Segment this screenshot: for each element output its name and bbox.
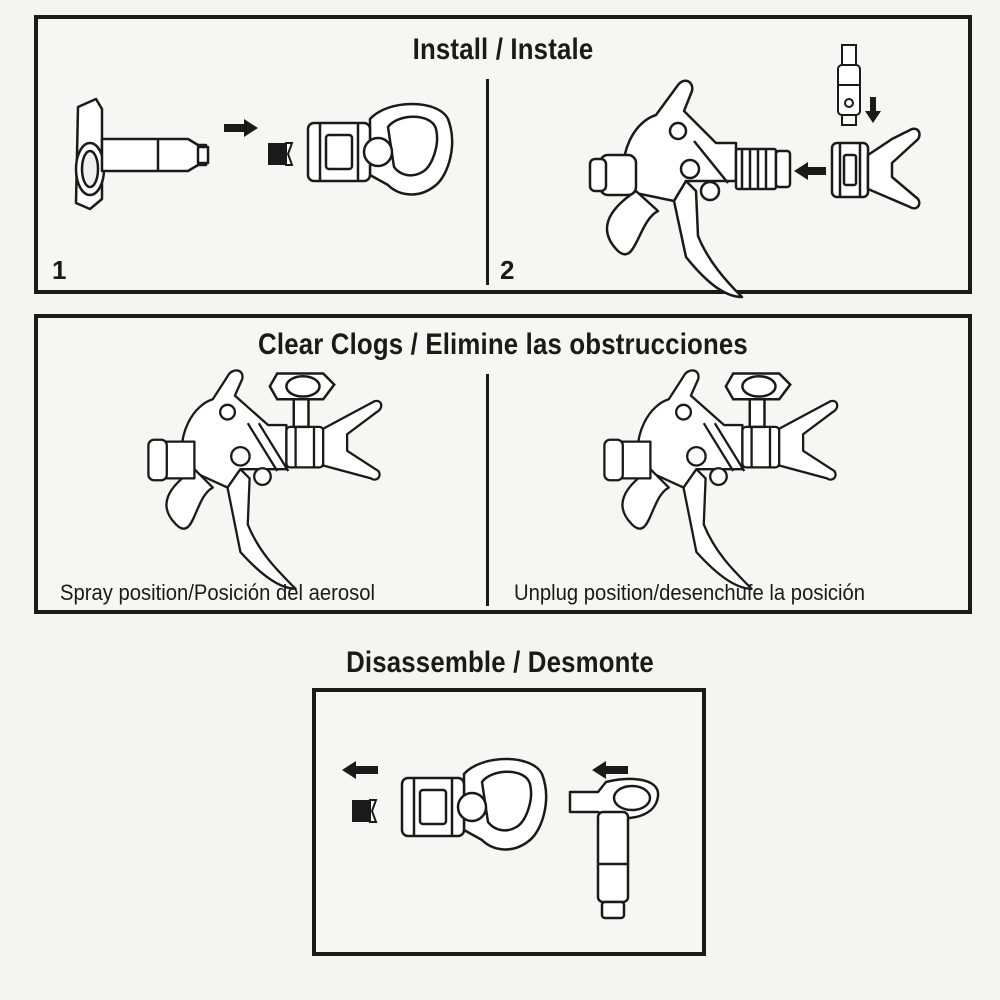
arrow-down-icon	[865, 97, 881, 123]
unplug-position-caption: Unplug position/desenchufe la posición	[514, 580, 866, 605]
spray-tip-icon	[270, 374, 334, 427]
spray-tip-icon	[570, 779, 658, 918]
step-1-illustration	[74, 97, 454, 211]
install-divider	[486, 79, 489, 285]
disassemble-title: Disassemble / Desmonte	[346, 646, 654, 679]
spray-gun-icon	[147, 369, 383, 590]
clear-clogs-divider	[486, 374, 489, 606]
step-1-label: 1	[52, 255, 67, 285]
disassemble-panel	[312, 688, 706, 956]
tip-guard-icon	[832, 129, 919, 209]
arrow-left-icon	[342, 761, 378, 779]
spray-tip-icon	[726, 374, 790, 427]
step-2-illustration	[586, 31, 936, 291]
clear-clogs-panel: Clear Clogs / Elimine las obstrucciones …	[34, 314, 972, 614]
step-2-label: 2	[500, 255, 515, 285]
nut-icon	[670, 123, 686, 139]
spray-tip-icon	[74, 97, 210, 211]
tip-guard-icon	[306, 102, 454, 196]
unplug-position-illustration	[603, 369, 839, 590]
clear-clogs-title: Clear Clogs / Elimine las obstrucciones	[258, 328, 748, 361]
install-title: Install / Instale	[412, 33, 594, 66]
arrow-left-icon	[592, 761, 628, 779]
install-panel: Install / Instale 1 2	[34, 15, 972, 294]
spray-tip-icon	[838, 45, 860, 125]
arrow-left-icon	[794, 162, 826, 180]
spray-position-caption: Spray position/Posición del aerosol	[60, 580, 376, 605]
spray-position-illustration	[147, 369, 383, 590]
disassemble-illustration	[342, 757, 680, 932]
seal-icon	[267, 142, 293, 166]
tip-guard-icon	[400, 757, 548, 851]
spray-gun-icon	[603, 369, 839, 590]
arrow-right-icon	[224, 119, 258, 137]
seal-icon	[351, 799, 377, 823]
